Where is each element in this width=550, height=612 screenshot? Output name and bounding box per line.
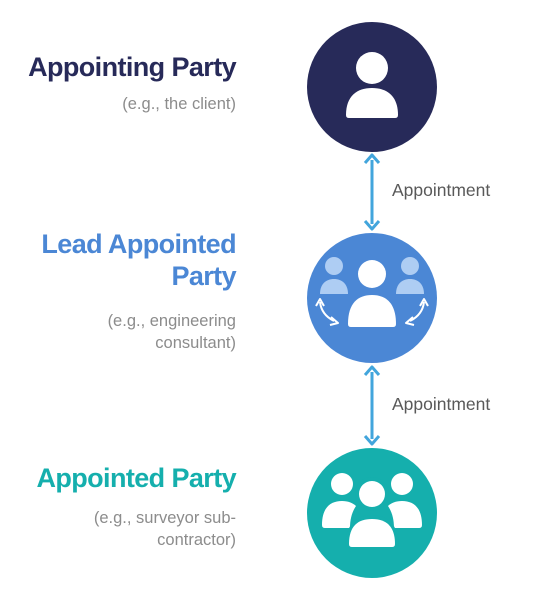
appointed-party-title: Appointed Party [36,463,236,493]
lead-appointed-title-line2: Party [171,261,236,291]
appointment-label-1: Appointment [392,180,491,200]
appointment-arrow-2 [363,365,381,446]
lead-appointed-example-line2: consultant) [155,334,236,352]
appointing-party-example: (e.g., the client) [122,95,236,113]
lead-appointed-example-line1: (e.g., engineering [107,312,236,330]
appointing-party-title: Appointing Party [28,52,236,82]
team-coordination-icon [315,257,429,327]
lead-appointed-party-title: Lead Appointed Party [41,228,236,292]
appointment-arrow-1 [363,153,381,231]
appointment-label-2: Appointment [392,394,491,414]
lead-appointed-party-example: (e.g., engineering consultant) [108,310,236,354]
lead-appointed-title-line1: Lead Appointed [41,229,236,259]
appointed-party-circle [307,448,437,578]
single-person-icon [346,52,398,118]
appointed-example-line1: (e.g., surveyor sub- [93,509,236,527]
appointing-party-circle [307,22,437,152]
lead-appointed-party-circle [307,233,437,363]
group-people-icon [322,473,422,548]
appointed-example-line2: contractor) [157,531,236,549]
appointed-party-example: (e.g., surveyor sub- contractor) [94,507,236,551]
